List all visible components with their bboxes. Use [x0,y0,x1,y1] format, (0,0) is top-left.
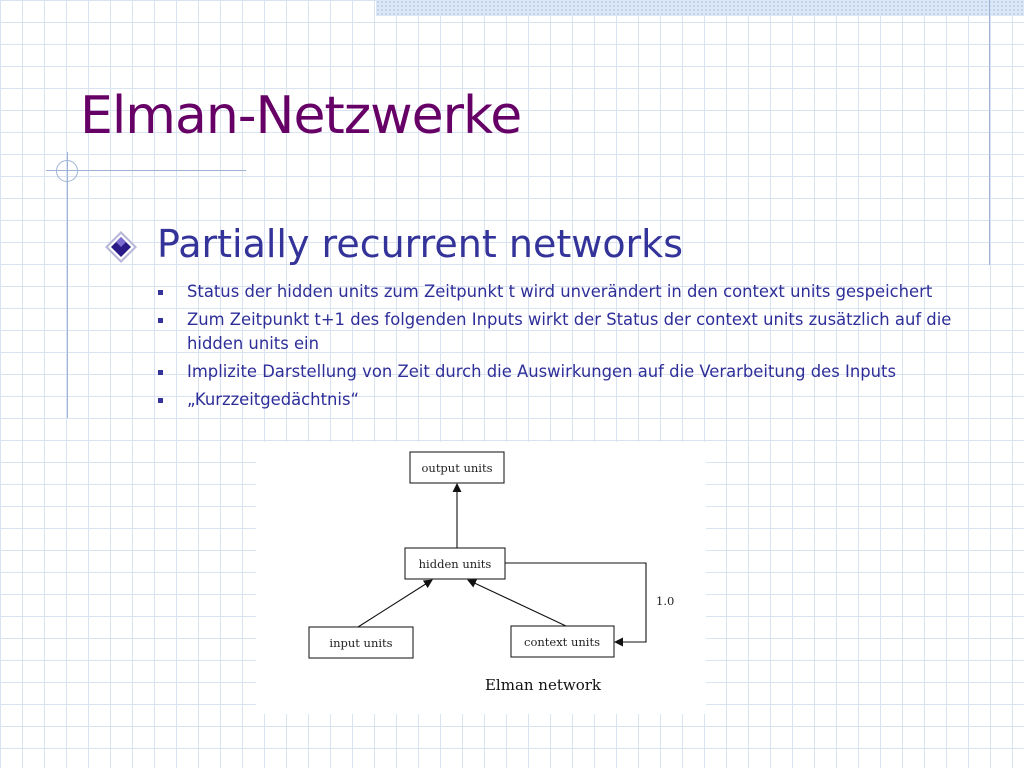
bullet-item: Zum Zeitpunkt t+1 des folgenden Inputs w… [155,308,965,356]
output-units-label: output units [421,461,492,475]
bullet-text: „Kurzzeitgedächtnis“ [187,390,359,409]
bullet-list: Status der hidden units zum Zeitpunkt t … [155,280,965,416]
square-bullet-icon [158,318,163,323]
node-hidden-units: hidden units [404,547,506,580]
square-bullet-icon [158,398,163,403]
slide-title: Elman-Netzwerke [80,86,522,146]
diagram-caption: Elman network [485,676,602,694]
decorative-circle [56,160,78,182]
level1-heading: Partially recurrent networks [157,222,683,266]
recurrent-weight-label: 1.0 [656,594,674,608]
context-units-label: context units [524,635,600,649]
square-bullet-icon [158,370,163,375]
bullet-item: Implizite Darstellung von Zeit durch die… [155,360,965,384]
diamond-bullet-icon [105,231,137,263]
bullet-item: „Kurzzeitgedächtnis“ [155,388,965,412]
decorative-vertical-line [67,152,68,418]
input-units-label: input units [329,636,392,650]
decorative-horizontal-line [46,170,246,171]
bullet-text: Zum Zeitpunkt t+1 des folgenden Inputs w… [187,310,952,353]
square-bullet-icon [158,290,163,295]
node-output-units: output units [409,451,505,484]
bullet-text: Status der hidden units zum Zeitpunkt t … [187,282,933,301]
arrow-context-to-hidden [467,579,567,627]
elman-network-diagram: output units hidden units input units co… [256,442,706,714]
node-context-units: context units [510,625,615,658]
arrow-hidden-to-context [505,562,647,647]
bullet-text: Implizite Darstellung von Zeit durch die… [187,362,896,381]
arrow-input-to-hidden [357,579,433,628]
bullet-item: Status der hidden units zum Zeitpunkt t … [155,280,965,304]
hidden-units-label: hidden units [419,557,492,571]
right-decorative-line [989,0,990,265]
diagram-svg: output units hidden units input units co… [308,451,674,694]
top-decorative-band [376,0,1024,16]
node-input-units: input units [308,626,414,659]
